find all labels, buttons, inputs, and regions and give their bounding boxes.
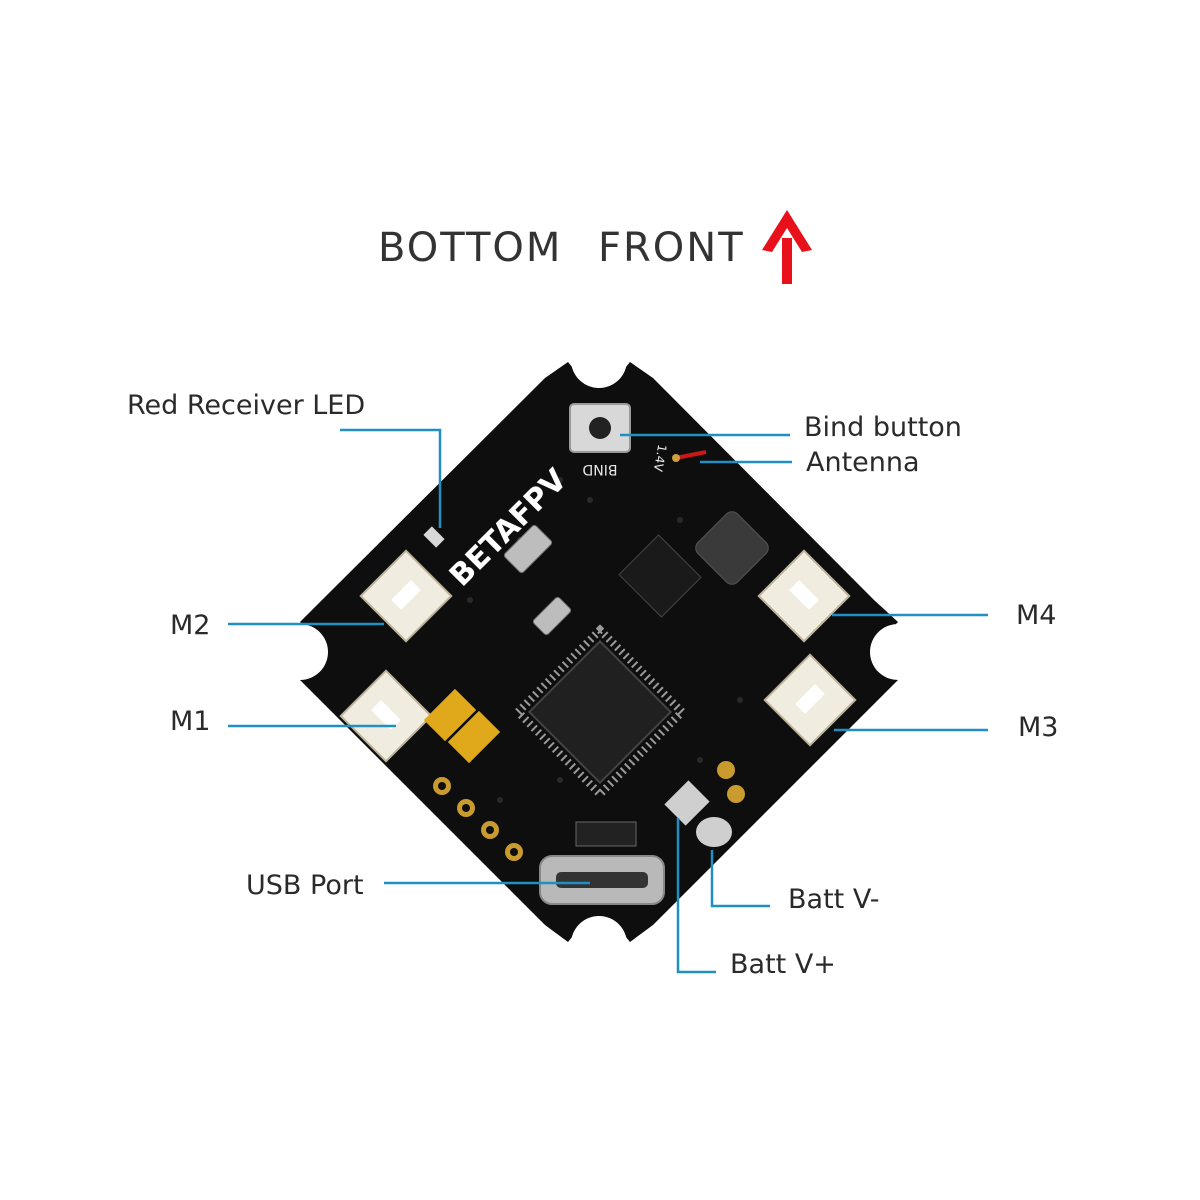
- crystal-1: [503, 524, 553, 574]
- motor-connector-m2: [359, 549, 453, 643]
- motor-connector-m3: [763, 653, 857, 747]
- motor-connector-m1: [339, 669, 433, 763]
- label-m2: M2: [170, 610, 211, 641]
- diode: [575, 821, 637, 847]
- voltage-silkscreen: 1.4V: [651, 443, 670, 473]
- label-antenna: Antenna: [806, 447, 920, 478]
- label-bind-button: Bind button: [804, 412, 962, 443]
- title-front: FRONT: [598, 225, 745, 271]
- motor-connector-m4: [757, 549, 851, 643]
- front-arrow-icon: [762, 210, 812, 284]
- leader-batt-vplus: [676, 818, 716, 974]
- capacitor-2: [447, 710, 501, 764]
- batt-vminus-pad: [696, 817, 732, 847]
- crystal-2: [532, 596, 572, 636]
- capacitor-1: [423, 688, 477, 742]
- leader-red-receiver-led: [340, 428, 442, 528]
- label-red-receiver-led: Red Receiver LED: [127, 390, 366, 421]
- label-m1: M1: [170, 706, 211, 737]
- voltage-regulator: [618, 534, 702, 618]
- batt-vplus-pad: [664, 780, 710, 826]
- bind-button: [569, 403, 631, 453]
- label-batt-vminus: Batt V-: [788, 884, 880, 915]
- leader-lines: [228, 428, 988, 974]
- usb-port: [539, 855, 665, 905]
- inductor: [695, 511, 769, 585]
- red-receiver-led: [423, 526, 445, 548]
- label-batt-vplus: Batt V+: [730, 949, 836, 980]
- antenna-wire: [672, 450, 707, 462]
- label-m4: M4: [1016, 600, 1057, 631]
- label-m3: M3: [1018, 712, 1059, 743]
- bind-silkscreen: BIND: [583, 461, 618, 477]
- mcu-chip: [512, 624, 688, 800]
- title-bottom: BOTTOM: [378, 225, 563, 271]
- leader-batt-vminus: [710, 850, 770, 908]
- label-usb-port: USB Port: [246, 870, 364, 901]
